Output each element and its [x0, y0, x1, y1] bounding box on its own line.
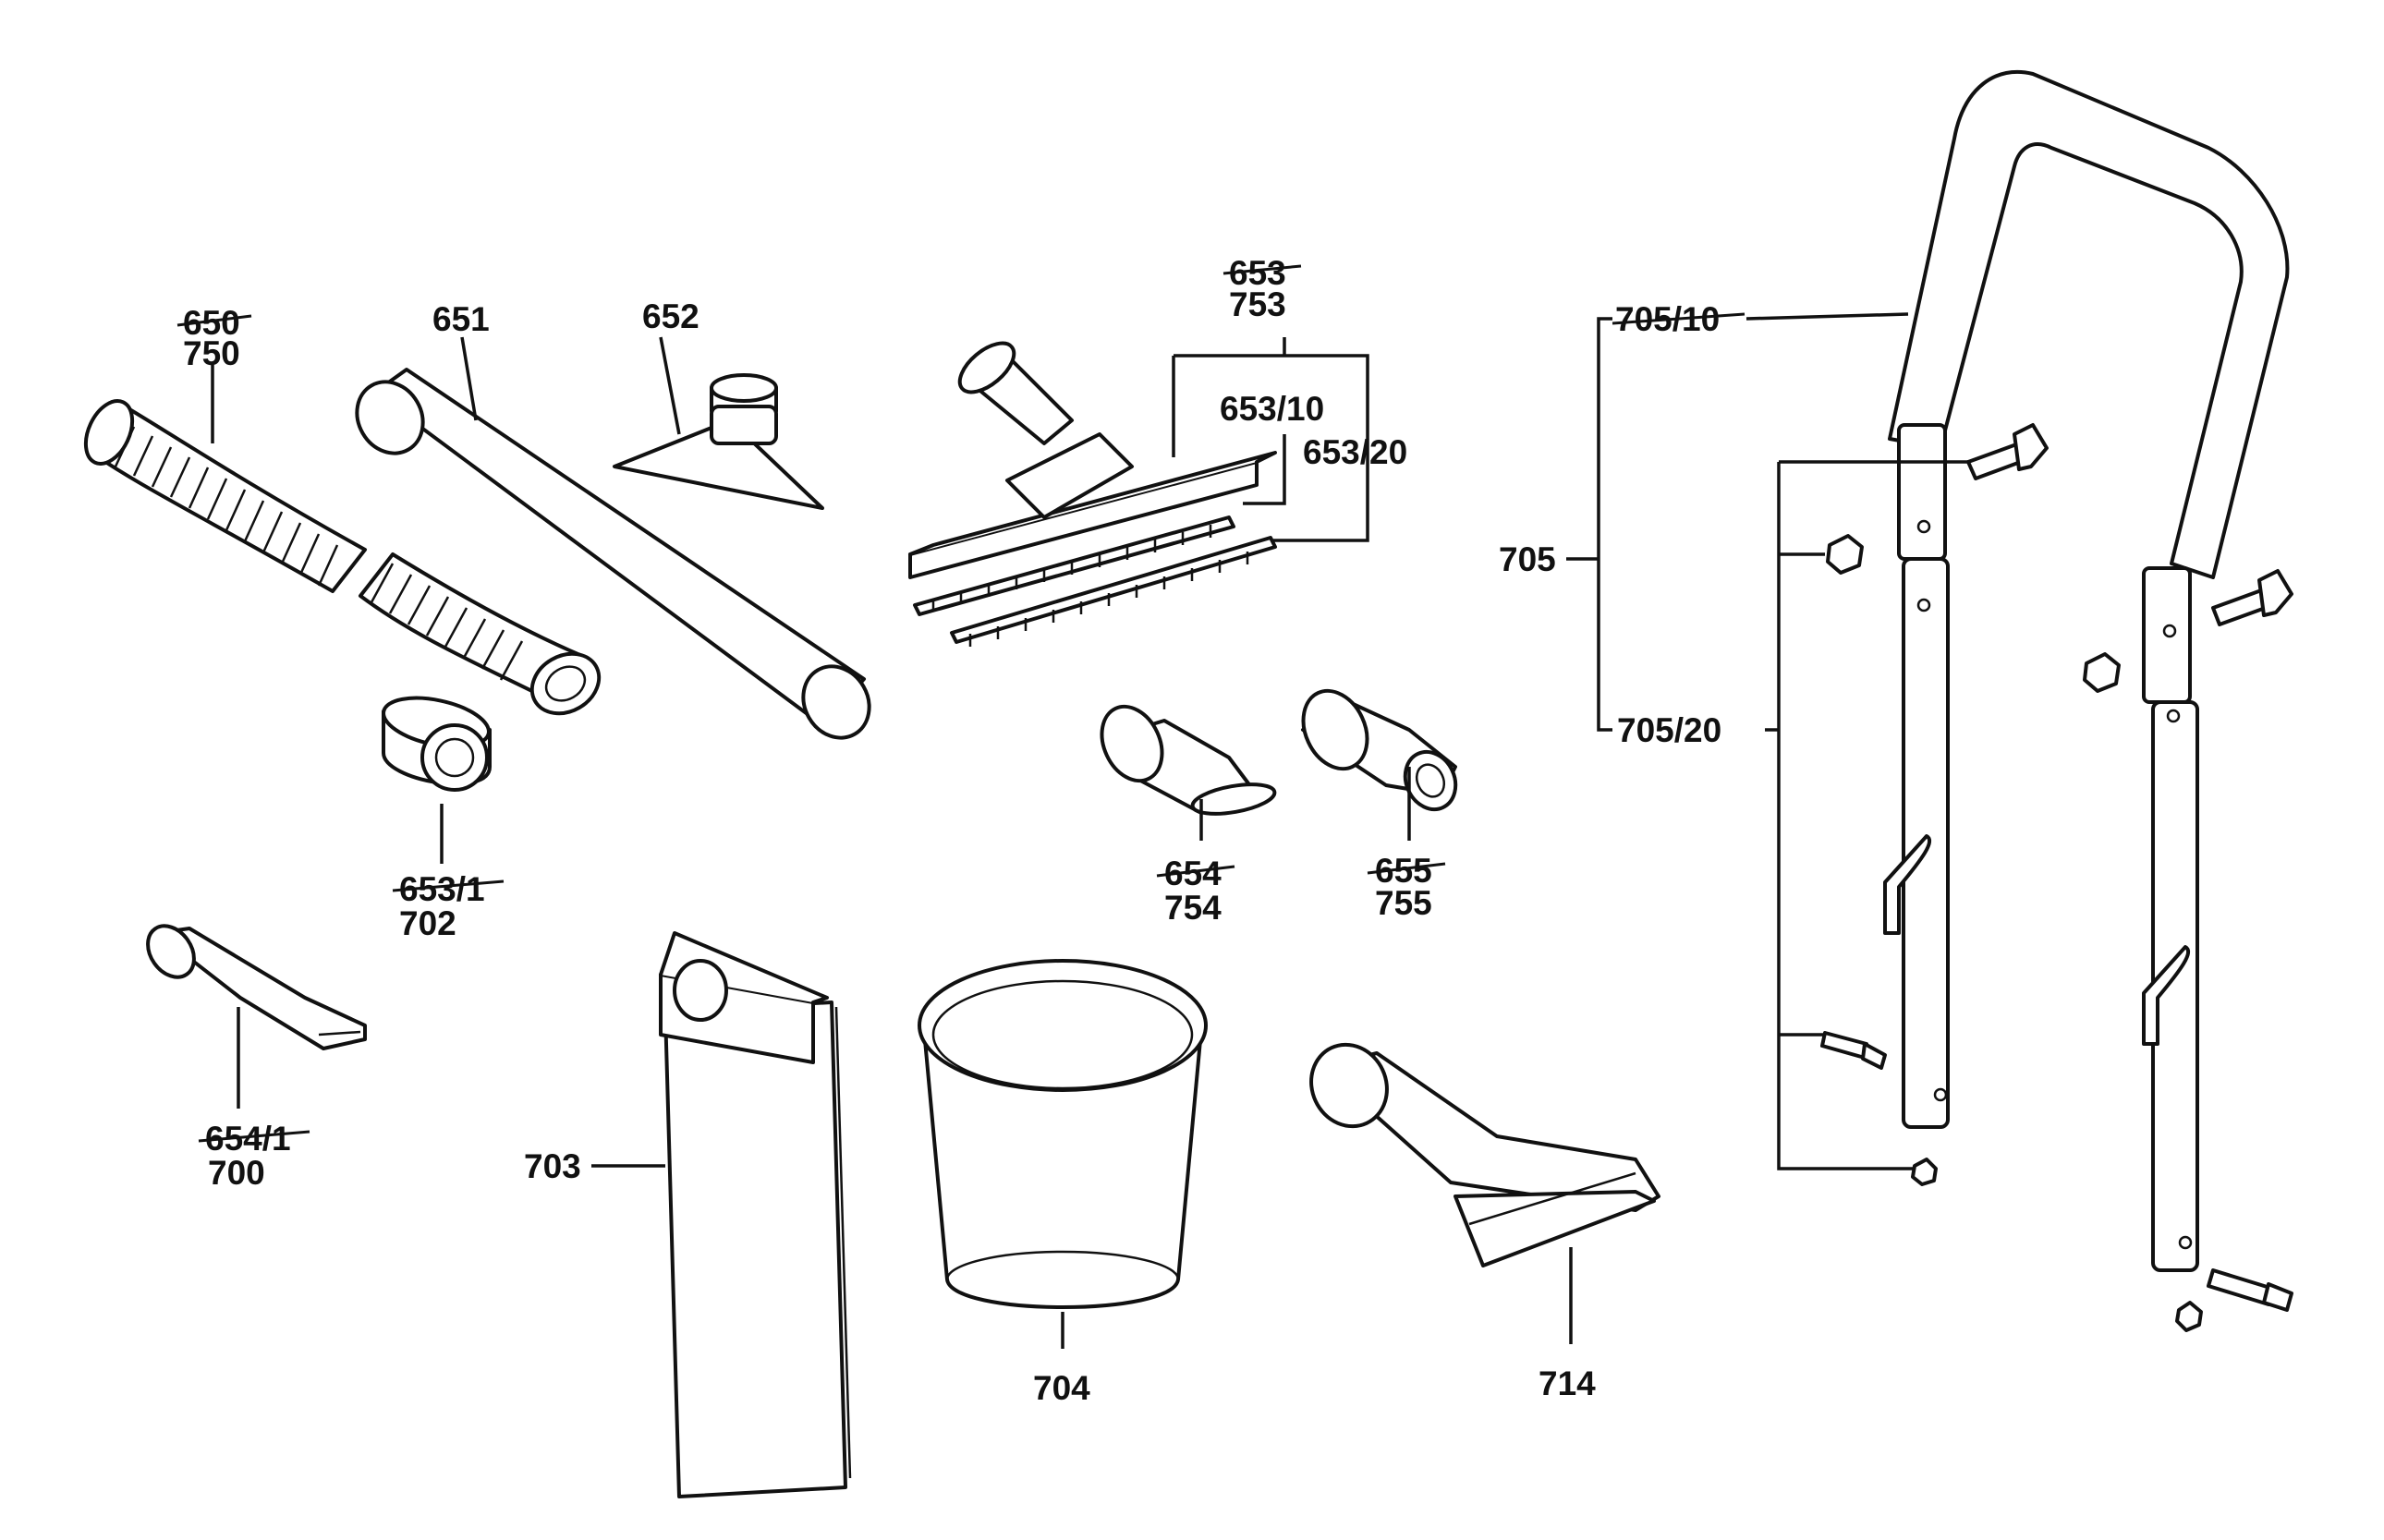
filter-basket-part [918, 959, 1208, 1309]
gulper-nozzle-part [613, 373, 824, 510]
floor-nozzle-part [908, 341, 1277, 647]
filter-bag-part [659, 931, 852, 1498]
label-705: 705 [1499, 540, 1556, 578]
label-652: 652 [642, 297, 699, 335]
strikethrough-654 [1156, 865, 1235, 878]
label-704: 704 [1033, 1369, 1090, 1407]
label-754: 754 [1164, 889, 1222, 927]
wide-nozzle-part [1309, 1042, 1660, 1267]
strikethrough-650 [176, 314, 252, 327]
handle-part [1888, 69, 2290, 579]
part-labels: 650 750 651 652 653 753 653/10 653/20 65… [176, 254, 1745, 1407]
label-700: 700 [208, 1154, 265, 1192]
strikethrough-653 [1222, 264, 1302, 275]
label-714: 714 [1539, 1364, 1596, 1402]
label-750: 750 [183, 334, 240, 372]
crevice-tool-part [146, 924, 367, 1050]
label-653-20: 653/20 [1303, 433, 1407, 471]
label-755: 755 [1375, 884, 1432, 922]
label-753: 753 [1229, 285, 1286, 323]
round-nozzle-part [1301, 688, 1458, 812]
flat-nozzle-part [1100, 704, 1277, 816]
strikethrough-655 [1367, 862, 1446, 875]
label-653-10: 653/10 [1220, 390, 1324, 428]
hose-part [83, 399, 602, 716]
label-651: 651 [432, 300, 490, 338]
lower-tube-left-part [1883, 423, 1950, 1129]
leader-lines [211, 312, 1968, 1349]
strikethrough-705-10 [1612, 312, 1745, 325]
label-703: 703 [524, 1147, 581, 1185]
screw-set-part [1820, 423, 2293, 1332]
label-702: 702 [399, 904, 456, 942]
label-705-20: 705/20 [1617, 711, 1721, 749]
reducer-part [382, 696, 492, 792]
extension-tube-part [355, 368, 871, 740]
strikethrough-653-1 [392, 879, 505, 892]
lower-tube-right-part [2142, 566, 2199, 1272]
strikethrough-654-1 [198, 1130, 310, 1143]
